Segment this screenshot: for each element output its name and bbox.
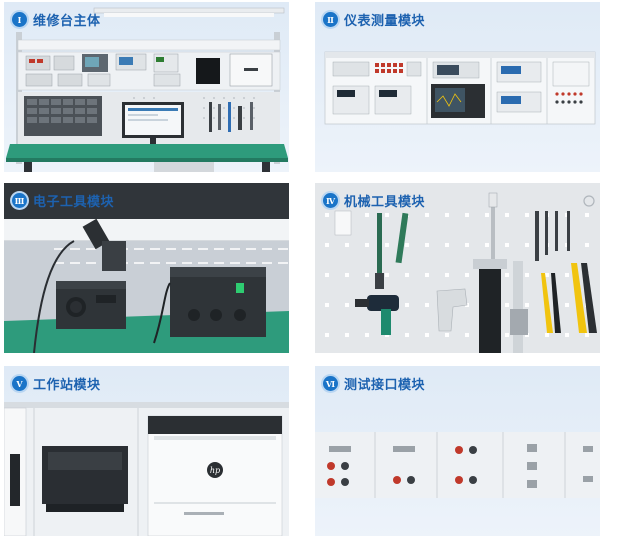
module-title-text: 仪表测量模块 <box>344 13 426 28</box>
numeral-badge: Ⅲ <box>12 193 27 208</box>
module-panel-test-interface: Ⅵ 测试接口模块 <box>315 366 600 536</box>
module-panel-mechanical-tools: Ⅳ 机械工具模块 <box>315 183 600 353</box>
module-panel-workstation: Ⅴ 工作站模块 hp <box>4 366 289 536</box>
numeral-badge: Ⅰ <box>12 12 27 27</box>
module-panel-electronic-tools: Ⅲ 电子工具模块 <box>4 183 289 353</box>
module-title: Ⅰ 维修台主体 <box>12 10 101 29</box>
instrument-panel-illustration <box>324 51 596 125</box>
module-title: Ⅳ 机械工具模块 <box>323 191 425 210</box>
module-title: Ⅲ 电子工具模块 <box>12 191 114 210</box>
workstation-illustration: hp <box>4 402 289 536</box>
module-panel-workbench: Ⅰ 维修台主体 <box>4 2 289 172</box>
numeral-badge: Ⅳ <box>323 193 338 208</box>
pegboard-tools-illustration <box>315 183 600 353</box>
module-title-text: 机械工具模块 <box>344 194 426 209</box>
module-title: Ⅱ 仪表测量模块 <box>323 10 425 29</box>
module-title: Ⅵ 测试接口模块 <box>323 374 425 393</box>
test-interface-illustration <box>315 432 600 498</box>
workbench-illustration <box>6 7 288 172</box>
numeral-badge: Ⅵ <box>323 376 338 391</box>
numeral-badge: Ⅴ <box>12 376 27 391</box>
module-title-text: 工作站模块 <box>33 377 101 392</box>
soldering-station-illustration <box>4 183 289 353</box>
module-title-text: 测试接口模块 <box>344 377 426 392</box>
module-panel-instruments: Ⅱ 仪表测量模块 <box>315 2 600 172</box>
numeral-badge: Ⅱ <box>323 12 338 27</box>
hp-logo: hp <box>210 466 220 475</box>
module-title-text: 维修台主体 <box>33 13 101 28</box>
module-title-text: 电子工具模块 <box>33 194 115 209</box>
module-title: Ⅴ 工作站模块 <box>12 374 101 393</box>
